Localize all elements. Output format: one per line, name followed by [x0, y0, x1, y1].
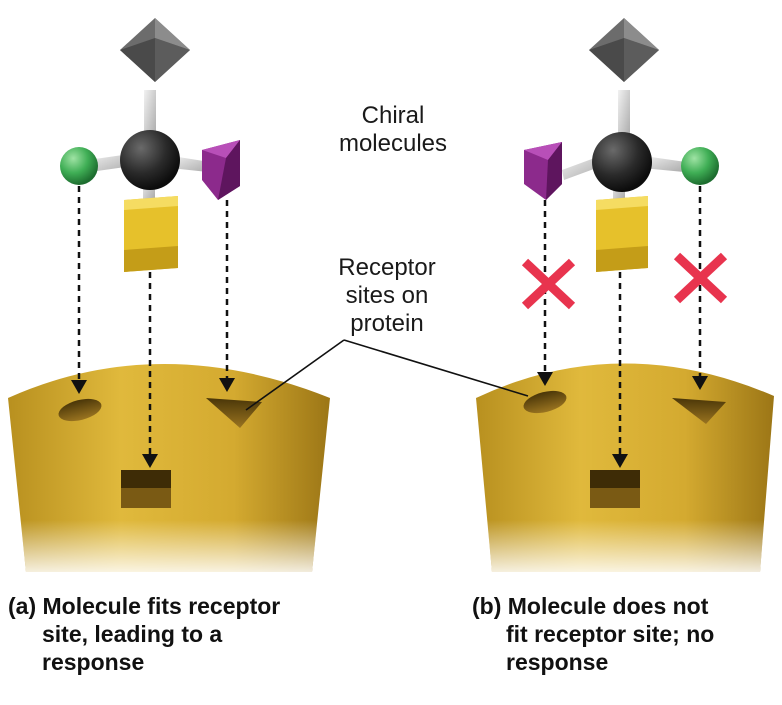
square-receptor-site: [590, 470, 640, 508]
chiral-molecule-a: [60, 18, 240, 272]
triangle-receptor-site: [206, 398, 262, 428]
dashed-arrows-a: [77, 186, 229, 456]
caption-b: (b) Molecule does not fit receptor site;…: [472, 592, 714, 676]
caption-line: (a) Molecule fits receptor: [8, 593, 281, 619]
caption-line: response: [506, 649, 609, 675]
oval-receptor-site: [58, 398, 102, 422]
dashed-arrows-b: [543, 186, 702, 456]
protein-surface-b: [476, 363, 774, 572]
chiral-molecule-b: [524, 18, 719, 272]
purple-prism-icon: [524, 142, 562, 200]
triangle-receptor-site: [672, 398, 726, 424]
yellow-cube-icon: [124, 196, 178, 272]
carbon-atom-icon: [592, 132, 652, 192]
receptor-leader-lines: [245, 339, 529, 411]
yellow-cube-icon: [596, 196, 648, 272]
label-line: Chiral: [361, 102, 425, 129]
caption-line: (b) Molecule does not: [472, 593, 709, 619]
caption-line: site, leading to a: [42, 621, 223, 647]
label-line: protein: [350, 310, 424, 337]
caption-line: fit receptor site; no: [506, 621, 715, 647]
receptor-sites-label: Receptor sites on protein: [302, 254, 472, 338]
mismatch-cross-icon: [673, 252, 728, 304]
arrowheads-a: [71, 378, 235, 468]
label-line: sites on: [345, 282, 429, 309]
diamond-group-icon: [589, 18, 659, 82]
protein-surface-a: [8, 364, 330, 572]
label-line: molecules: [338, 130, 448, 157]
caption-line: response: [42, 649, 145, 675]
square-receptor-site: [121, 470, 171, 508]
label-line: Receptor: [338, 254, 436, 281]
chiral-molecules-label: Chiral molecules: [318, 102, 468, 158]
carbon-atom-icon: [120, 130, 180, 190]
oval-receptor-site: [523, 390, 567, 414]
mismatch-cross-icon: [521, 258, 576, 310]
green-sphere-icon: [60, 147, 98, 185]
purple-prism-icon: [202, 140, 240, 200]
caption-a: (a) Molecule fits receptor site, leading…: [8, 592, 280, 676]
arrowheads-b: [537, 372, 708, 468]
diamond-group-icon: [120, 18, 190, 82]
green-sphere-icon: [681, 147, 719, 185]
